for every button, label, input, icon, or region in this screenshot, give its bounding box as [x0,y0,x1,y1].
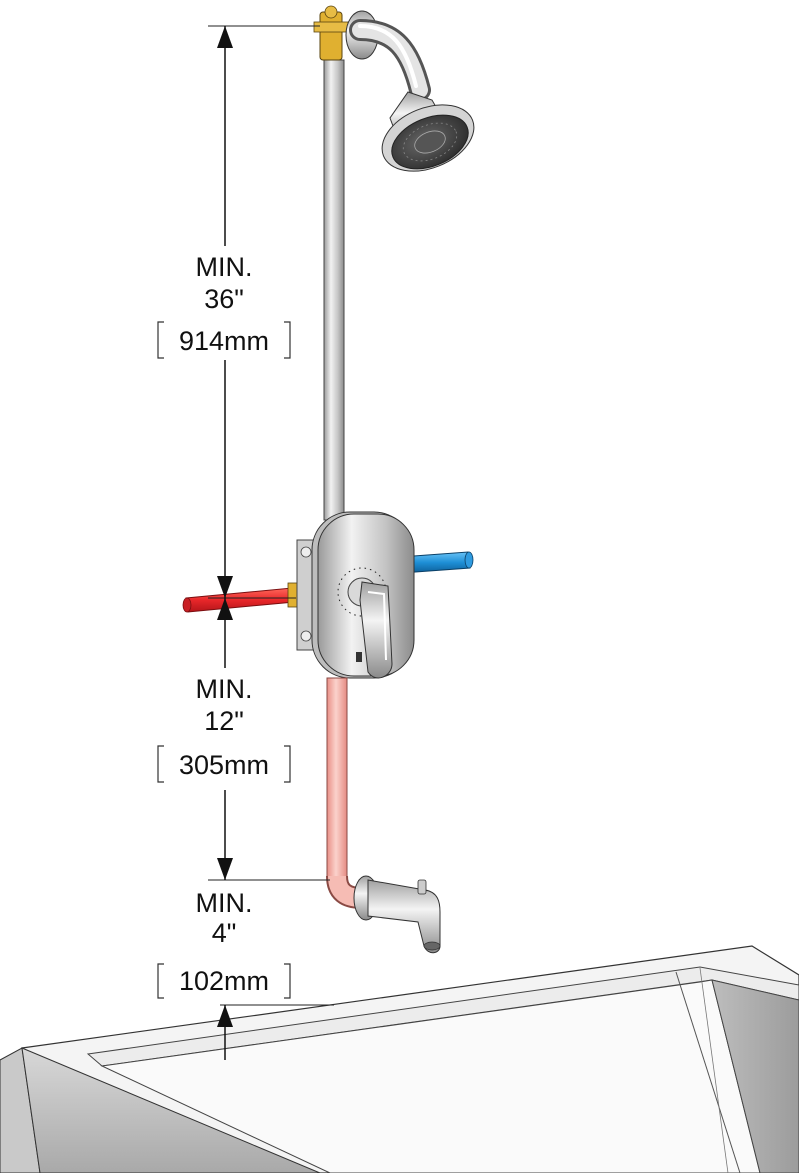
dim-shower-metric: 914mm [179,326,269,356]
dim-valve-label: MIN. [196,674,253,704]
dim-spout-metric: 102mm [179,966,269,996]
tub-spout [353,875,441,954]
cold-supply-pipe [399,551,474,574]
dim-shower-label: MIN. [196,252,253,282]
valve-trim-plate [311,511,415,679]
dimension-lines [208,25,334,1060]
dimension-shower-head: MIN. 36" 914mm [157,252,291,359]
dimension-spout-to-tub: MIN. 4" 102mm [157,888,291,999]
tub-spout-pipe [326,677,363,909]
shower-arm [313,5,431,101]
shower-head [381,91,475,172]
dim-valve-imperial: 12" [204,706,244,736]
dimension-valve-to-spout: MIN. 12" 305mm [157,674,291,783]
dim-spout-imperial: 4" [212,918,237,948]
dim-shower-imperial: 36" [204,284,244,314]
dim-spout-label: MIN. [196,888,253,918]
bathtub [0,945,799,1173]
shower-riser-pipe [323,59,345,521]
dim-valve-metric: 305mm [179,750,269,780]
